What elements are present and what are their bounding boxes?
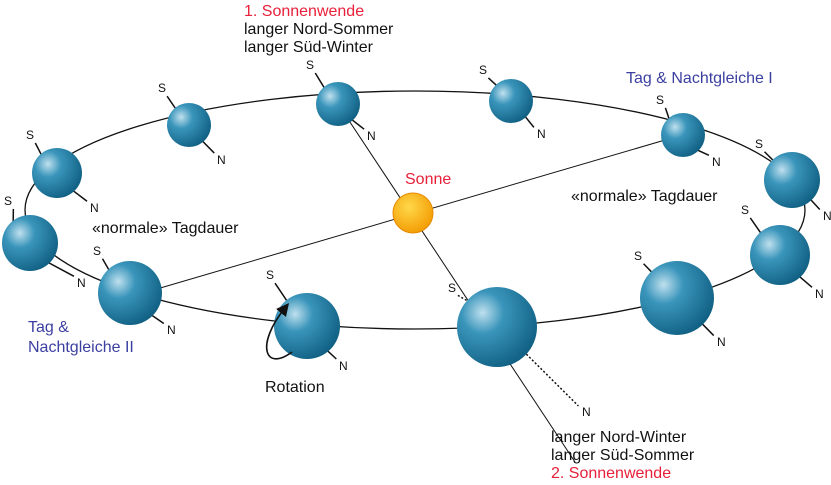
earth-planet: SN — [479, 63, 546, 141]
north-pole-label: N — [582, 405, 591, 419]
north-pole-label: N — [717, 335, 726, 349]
axis-north — [797, 274, 813, 288]
planet-sphere — [661, 113, 705, 157]
south-pole-label: S — [306, 58, 314, 72]
solstice1-line2: langer Süd-Winter — [244, 39, 373, 56]
earth-planet: SN — [448, 281, 591, 419]
north-pole-label: N — [367, 129, 376, 143]
planet-sphere — [457, 287, 537, 367]
axis-south — [274, 282, 289, 304]
south-pole-label: S — [4, 194, 12, 208]
south-pole-label: S — [741, 203, 749, 217]
orbit-ellipse — [24, 90, 806, 330]
sun-label: Sonne — [405, 171, 452, 188]
earth-planet: SN — [634, 249, 726, 349]
earth-planet: SN — [656, 93, 721, 169]
axis-south — [166, 95, 177, 111]
earth-planet: SN — [741, 203, 824, 301]
solstice2-line2: langer Süd-Sommer — [551, 447, 695, 464]
planet-sphere — [316, 82, 360, 126]
planet-sphere — [32, 148, 82, 198]
earth-planet: SN — [26, 128, 99, 215]
sun — [392, 192, 434, 234]
planet-sphere — [98, 261, 162, 325]
rotation-arrow-icon — [265, 303, 293, 360]
axis-north — [71, 189, 88, 202]
axis-north — [523, 350, 579, 407]
planet-sphere — [750, 225, 810, 285]
earth-planet: SN — [266, 268, 348, 373]
planet-sphere — [640, 261, 714, 335]
north-pole-label: N — [712, 155, 721, 169]
north-pole-label: N — [90, 201, 99, 215]
earth-planet: SN — [306, 58, 376, 143]
north-pole-label: N — [537, 127, 546, 141]
north-pole-label: N — [339, 359, 348, 373]
rotation-label: Rotation — [265, 379, 325, 396]
south-pole-label: S — [448, 281, 456, 295]
equinox2-line2: Nachtgleiche II — [28, 339, 134, 356]
normal-daylength-left: «normale» Tagdauer — [92, 220, 239, 237]
earth-planet: SN — [158, 81, 226, 167]
solstice1-title: 1. Sonnenwende — [244, 3, 365, 20]
axis-north — [201, 139, 215, 154]
north-pole-label: N — [823, 209, 831, 223]
planet-sphere — [489, 79, 533, 123]
earth-planet: SN — [2, 194, 86, 290]
normal-daylength-right: «normale» Tagdauer — [571, 188, 718, 205]
north-pole-label: N — [815, 287, 824, 301]
solstice-axis-line — [337, 103, 576, 463]
axis-north — [350, 118, 365, 130]
equinox2-line1: Tag & — [28, 319, 69, 336]
solstice2-line1: langer Nord-Winter — [551, 429, 687, 446]
south-pole-label: S — [26, 128, 34, 142]
planet-sphere — [2, 215, 58, 271]
axis-north — [46, 261, 75, 277]
north-pole-label: N — [217, 153, 226, 167]
planet-sphere — [167, 103, 211, 147]
axis-south — [314, 72, 326, 90]
south-pole-label: S — [479, 63, 487, 77]
south-pole-label: S — [266, 268, 274, 282]
planet-sphere — [274, 293, 340, 359]
south-pole-label: S — [93, 244, 101, 258]
south-pole-label: S — [755, 137, 763, 151]
solstice2-title: 2. Sonnenwende — [551, 465, 672, 482]
earth-planet: SN — [755, 137, 831, 223]
earth-planet: SN — [93, 244, 176, 337]
north-pole-label: N — [77, 276, 86, 290]
solstice1-line1: langer Nord-Sommer — [244, 21, 394, 38]
south-pole-label: S — [656, 93, 664, 107]
south-pole-label: S — [158, 81, 166, 95]
axis-south — [749, 217, 763, 236]
north-pole-label: N — [167, 323, 176, 337]
equinox1-label: Tag & Nachtgleiche I — [626, 70, 773, 87]
axis-north — [523, 115, 535, 128]
south-pole-label: S — [634, 249, 642, 263]
planet-sphere — [764, 152, 820, 208]
